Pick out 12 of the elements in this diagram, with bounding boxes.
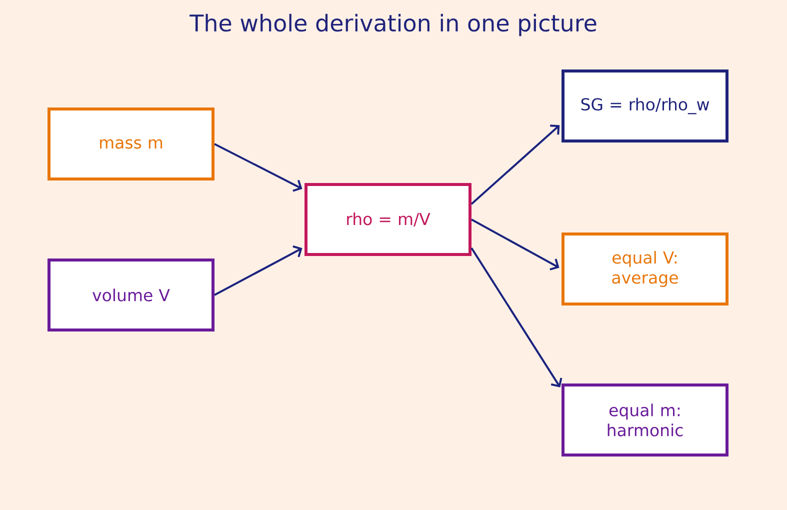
result-box: equal m: harmonic [562,384,728,456]
arrow [470,247,562,388]
input-box: mass m [48,108,214,180]
input-box: volume V [48,258,214,332]
title: The whole derivation in one picture [190,14,596,36]
arrow [214,143,302,192]
arrow [214,245,302,296]
result-box: SG = rho/rho_w [562,70,728,142]
arrow [470,124,560,205]
result-box: equal V: average [562,232,728,306]
arrow [471,218,560,270]
formula-box: rho = m/V [304,183,472,256]
